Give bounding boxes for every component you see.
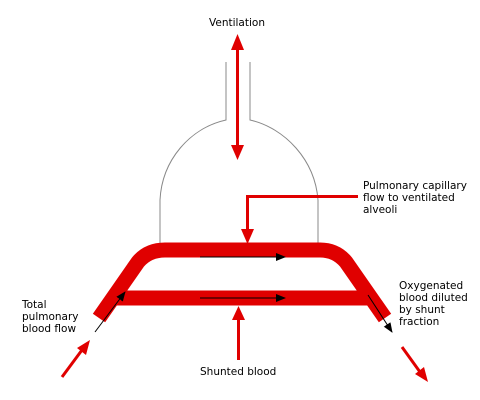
- ventilation-arrow: [231, 34, 244, 160]
- oxygenated-blood-label: Oxygenated blood diluted by shunt fracti…: [399, 280, 468, 328]
- total-flow-label: Total pulmonary blood flow: [22, 299, 79, 335]
- inflow-black-arrow: [94, 291, 126, 333]
- shunted-blood-label: Shunted blood: [200, 366, 277, 378]
- ventilation-label: Ventilation: [209, 17, 265, 29]
- capillary-vessel: [92, 242, 392, 323]
- pulmonary-capillary-label: Pulmonary capillary flow to ventilated a…: [363, 180, 467, 216]
- alveolus-outline: [159, 62, 319, 250]
- outflow-black-arrow: [367, 294, 393, 333]
- shunt-indicator-arrow: [232, 306, 245, 360]
- inflow-red-arrow: [60, 340, 90, 378]
- capillary-indicator-arrow: [241, 195, 358, 244]
- outflow-red-arrow: [400, 346, 428, 382]
